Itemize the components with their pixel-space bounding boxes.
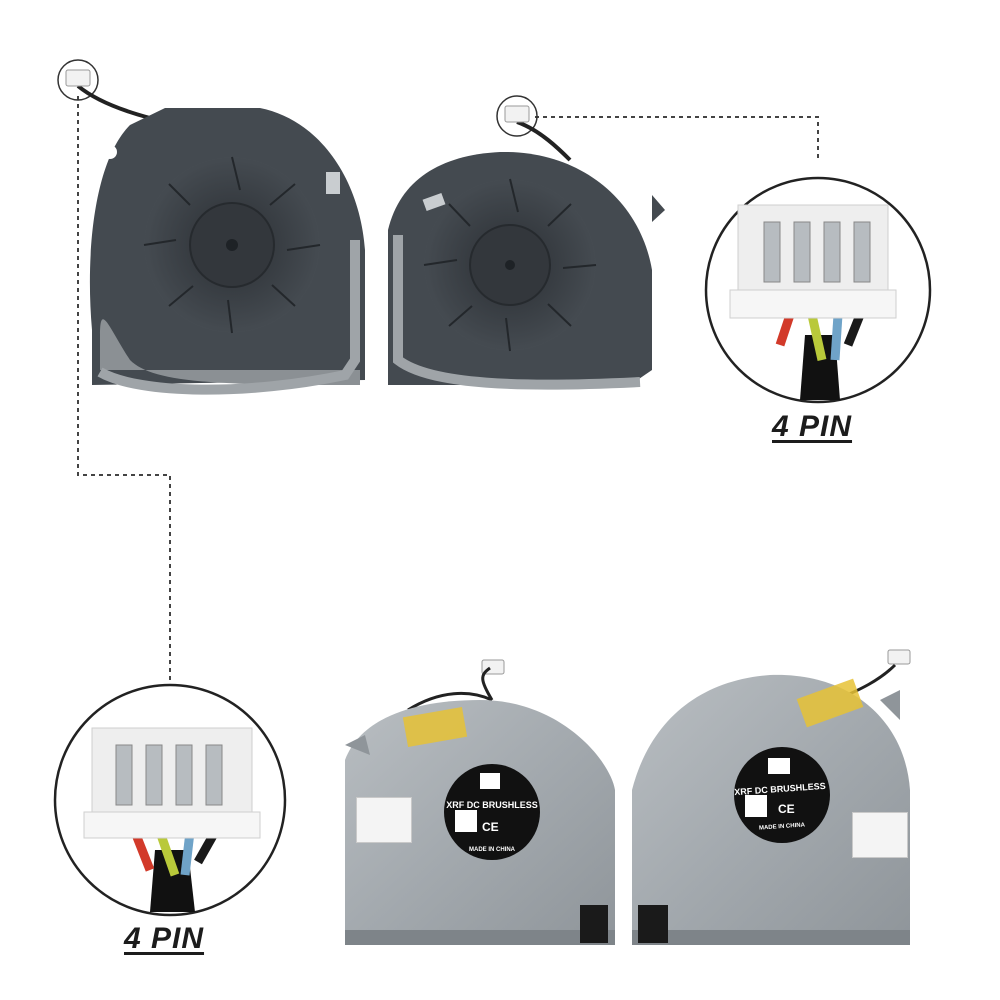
sticker-origin-left: MADE IN CHINA	[469, 847, 515, 853]
ce-mark-right: CE	[778, 802, 795, 816]
fan-bottom-left	[345, 659, 615, 945]
connector-zoom-bottom	[53, 683, 287, 917]
fan-top-left	[65, 69, 366, 395]
sticker-brand-left: XRF DC BRUSHLESS	[446, 800, 538, 810]
connector-zoom-top	[704, 176, 932, 404]
dashed-guide-right	[535, 116, 819, 160]
ce-mark-left: CE	[482, 820, 499, 834]
pin-label-bottom: 4 PIN	[124, 922, 205, 955]
qr-label-right	[852, 812, 908, 858]
pin-label-top: 4 PIN	[772, 410, 853, 443]
fan-bottom-right	[632, 649, 911, 945]
qr-label-left	[356, 797, 412, 843]
connector-highlight-circle-right	[496, 95, 538, 137]
connector-highlight-circle-left	[57, 59, 99, 101]
dashed-guide-left	[77, 96, 171, 680]
fan-top-right	[388, 105, 665, 390]
